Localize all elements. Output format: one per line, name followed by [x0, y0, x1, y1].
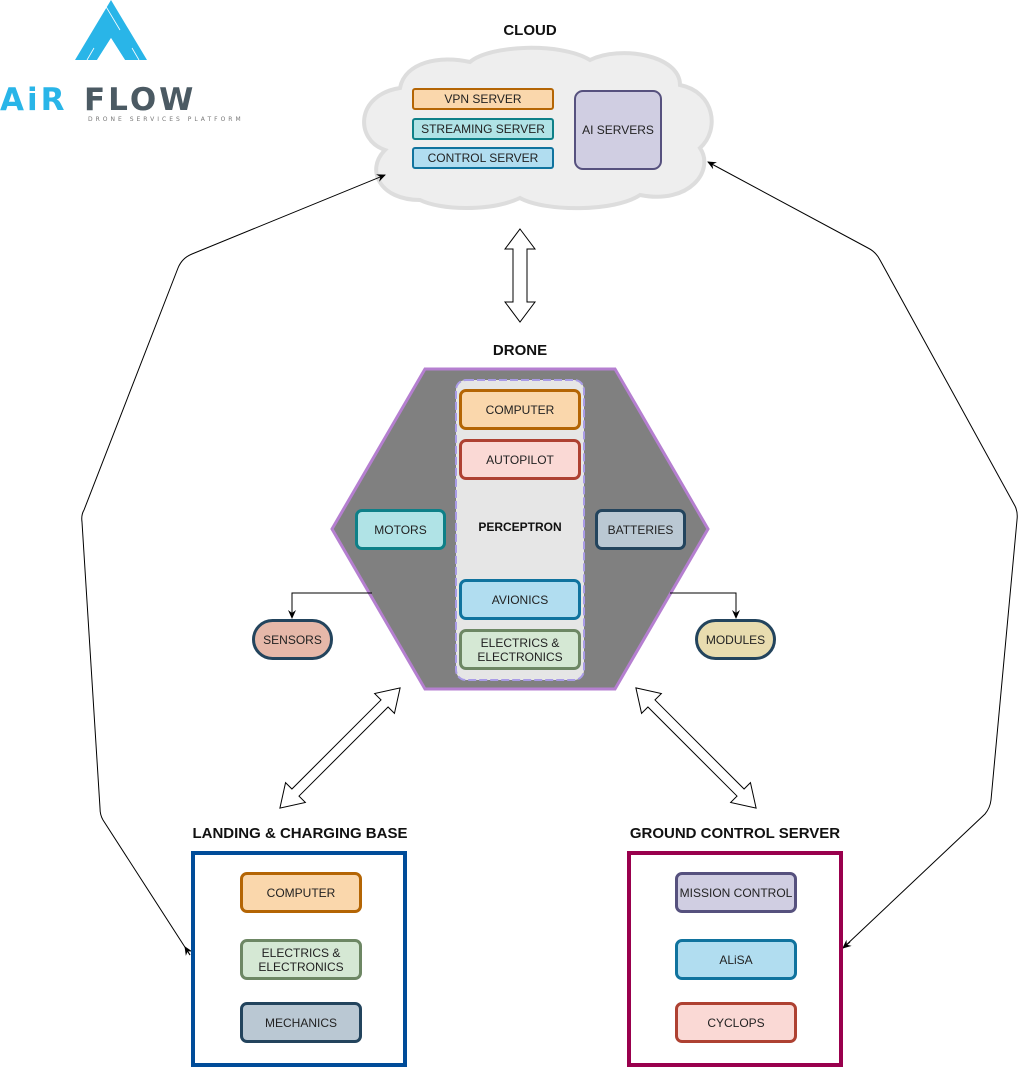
base-electrics-box[interactable]: ELECTRICS & ELECTRONICS	[240, 939, 362, 980]
motors-box[interactable]: MOTORS	[355, 509, 446, 550]
ground-arrow-tip	[842, 939, 852, 949]
alisa-box[interactable]: ALiSA	[675, 939, 797, 980]
control-server-box[interactable]: CONTROL SERVER	[412, 147, 554, 169]
ground-cloud-connector	[707, 161, 1018, 949]
cloud-drone-double-arrow	[504, 228, 536, 323]
logo-tagline: DRONE SERVICES PLATFORM	[88, 116, 244, 123]
cyclops-box[interactable]: CYCLOPS	[675, 1002, 797, 1043]
modules-connector	[670, 592, 740, 619]
sensors-box[interactable]: SENSORS	[252, 619, 333, 660]
drone-title: DRONE	[492, 342, 548, 359]
autopilot-box[interactable]: AUTOPILOT	[459, 439, 581, 480]
batteries-box[interactable]: BATTERIES	[595, 509, 686, 550]
drone-landing-double-arrow	[279, 687, 401, 809]
perceptron-label: PERCEPTRON	[478, 520, 562, 534]
landing-cloud-connector	[81, 174, 386, 956]
drone-computer-box[interactable]: COMPUTER	[459, 389, 581, 430]
base-computer-box[interactable]: COMPUTER	[240, 872, 362, 913]
airflow-logo-icon	[75, 0, 147, 61]
mechanics-box[interactable]: MECHANICS	[240, 1002, 362, 1043]
drone-ground-double-arrow	[635, 687, 757, 809]
cloud-title: CLOUD	[503, 22, 557, 39]
drone-electrics-box[interactable]: ELECTRICS & ELECTRONICS	[459, 629, 581, 670]
sensors-connector	[288, 592, 372, 619]
logo-flow-text: FLOW	[84, 82, 197, 118]
logo-air-text: AiR	[0, 82, 68, 118]
landing-base-title: LANDING & CHARGING BASE	[192, 825, 408, 842]
landing-arrow-tip	[184, 946, 193, 956]
ai-servers-box[interactable]: AI SERVERS	[574, 90, 662, 170]
streaming-server-box[interactable]: STREAMING SERVER	[412, 118, 554, 140]
ground-control-title: GROUND CONTROL SERVER	[629, 825, 841, 842]
modules-box[interactable]: MODULES	[695, 619, 776, 660]
mission-control-box[interactable]: MISSION CONTROL	[675, 872, 797, 913]
vpn-server-box[interactable]: VPN SERVER	[412, 88, 554, 110]
avionics-box[interactable]: AVIONICS	[459, 579, 581, 620]
